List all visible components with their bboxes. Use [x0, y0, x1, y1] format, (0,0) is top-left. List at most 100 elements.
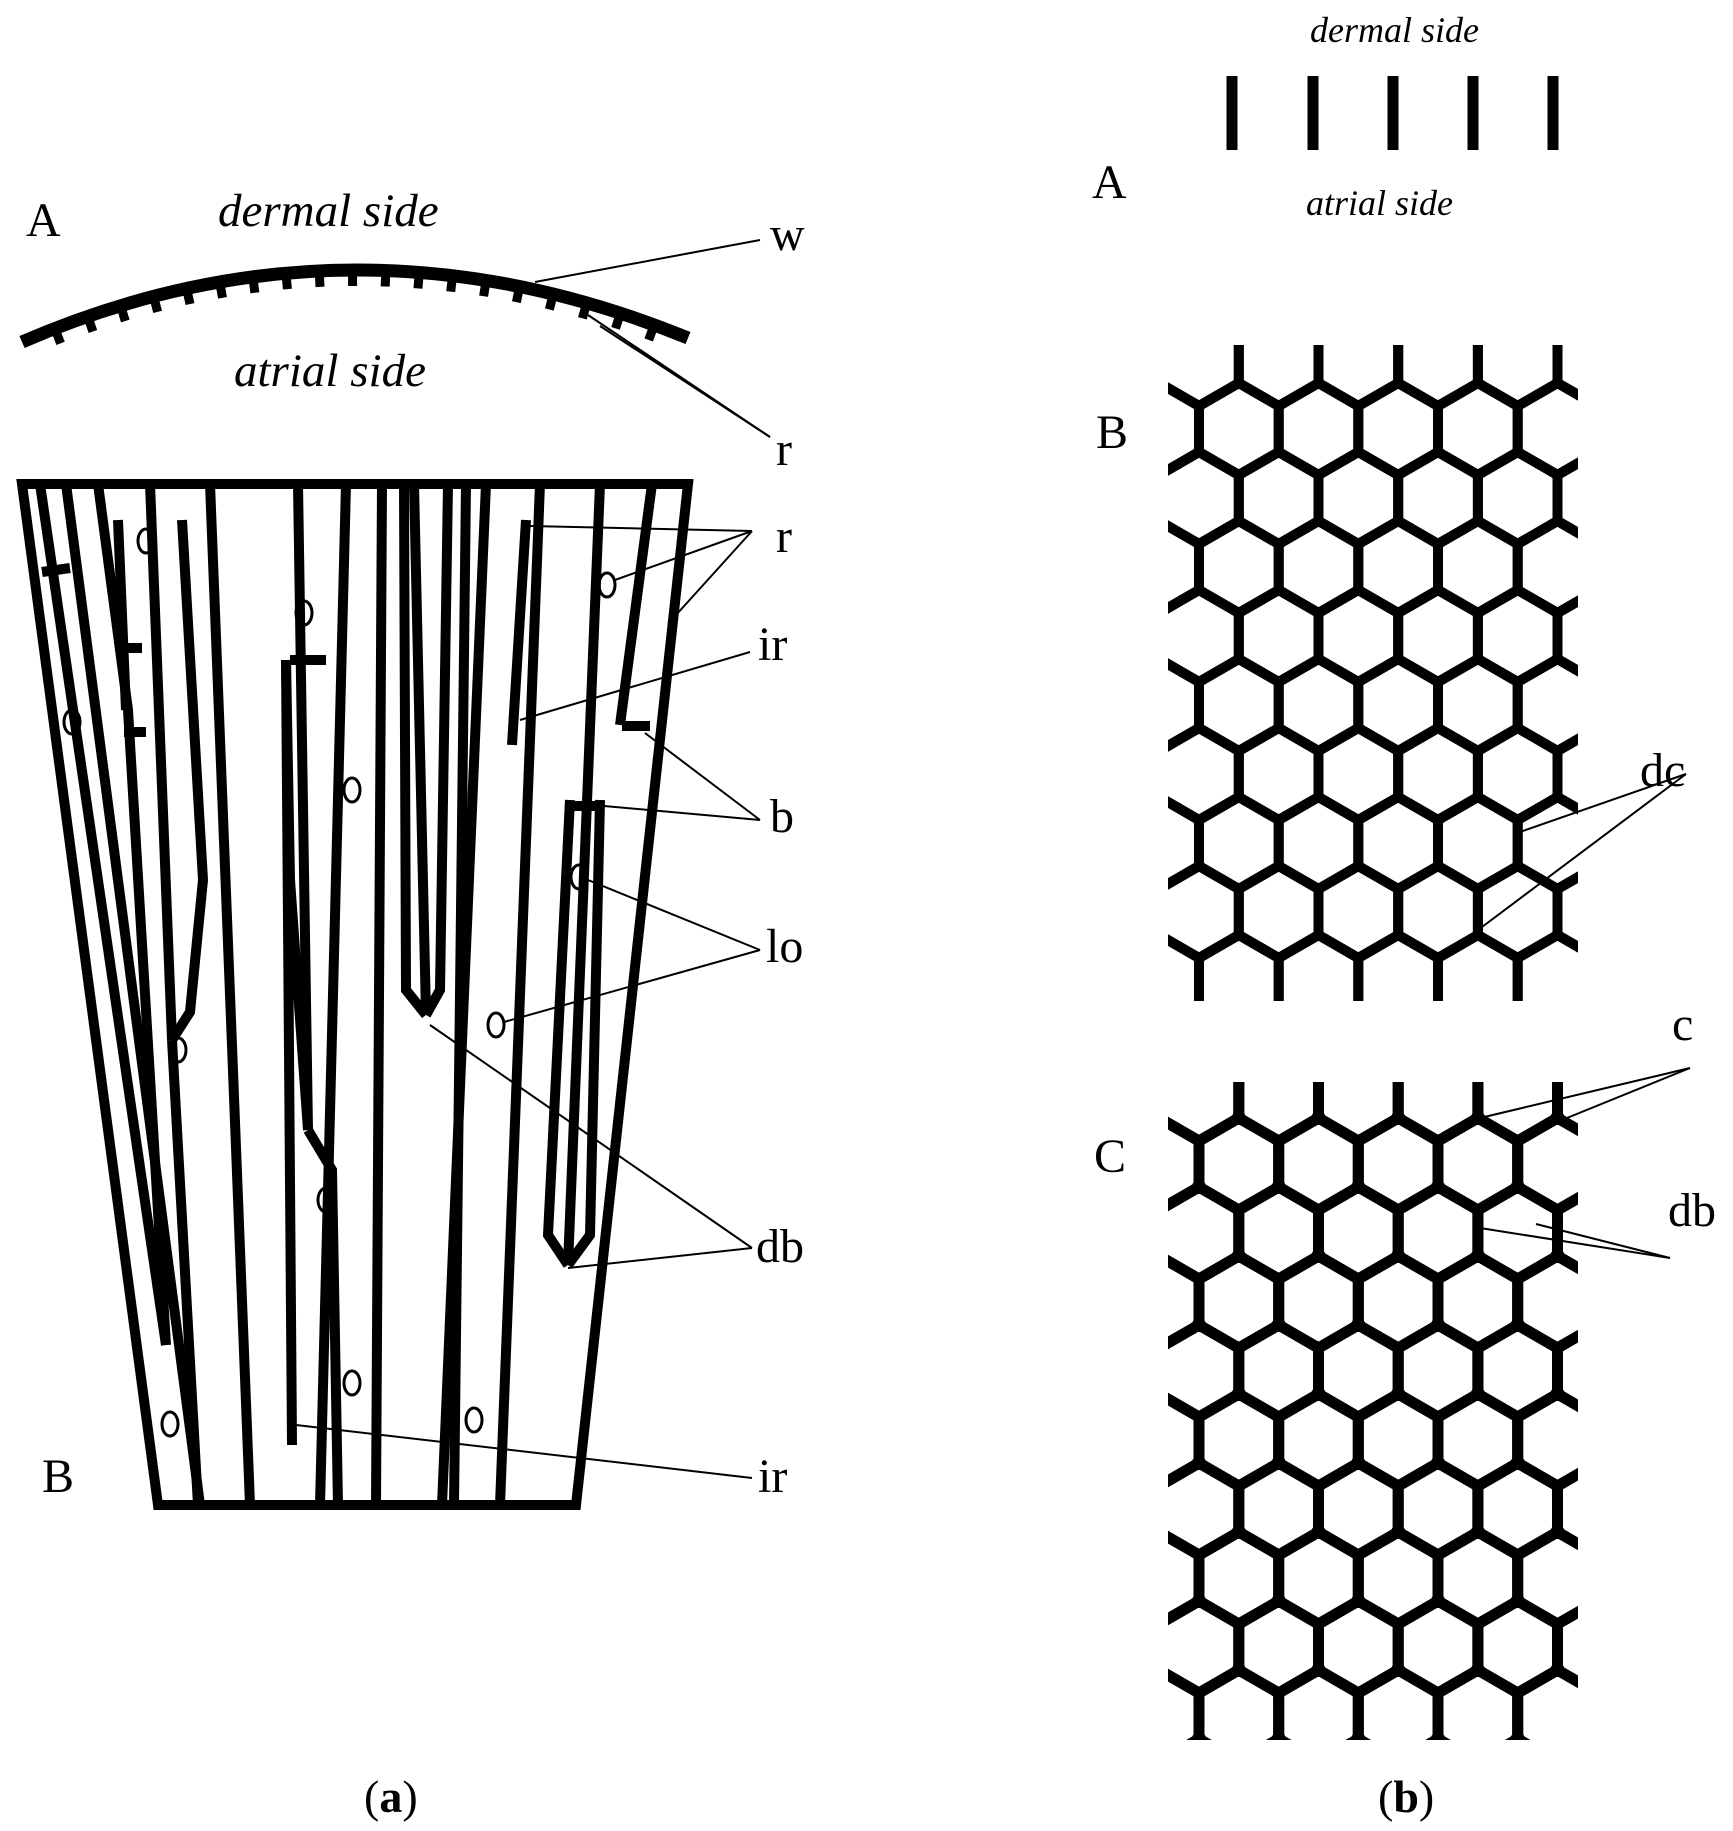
leader-b: [644, 732, 761, 821]
forked-ridge: [113, 519, 131, 711]
cone-node: [1391, 1663, 1406, 1677]
cone-node: [1510, 1456, 1525, 1470]
cone-node: [1590, 1180, 1604, 1194]
wall-ridge: [644, 323, 659, 342]
cone-node: [1192, 1042, 1206, 1056]
leader-r: [614, 530, 753, 581]
cone-node: [1152, 1663, 1166, 1677]
label-r-cross-section: r: [776, 423, 792, 476]
cone-node: [1710, 1387, 1724, 1401]
cone-node: [1630, 1801, 1644, 1815]
honeycomb-cell: [1677, 1394, 1733, 1486]
panel-a-sub-b-letter: B: [42, 1450, 74, 1503]
cone-node: [1431, 1042, 1445, 1056]
cone-node: [1112, 1456, 1126, 1470]
cone-node: [1431, 1042, 1445, 1056]
cone-node: [1311, 1249, 1326, 1263]
honeycomb-cell: [1597, 935, 1677, 1027]
honeycomb-cell: [1597, 383, 1677, 475]
cone-node: [1630, 1663, 1644, 1677]
lateral-openings: [62, 527, 617, 1438]
panel-a-caption: (a): [364, 1771, 418, 1822]
honeycomb-cell: [1597, 1256, 1677, 1348]
honeycomb-cell: [1637, 314, 1717, 406]
honeycomb-cell: [1552, 733, 1578, 815]
cone-node: [1710, 973, 1724, 987]
cone-node: [1470, 1111, 1485, 1125]
cone-node: [1670, 1456, 1684, 1470]
panel-a-leaders: [295, 525, 761, 1479]
panel-b-sub-c-letter: C: [1094, 1130, 1126, 1183]
label-r-longitudinal: r: [776, 510, 792, 563]
wall-ridge: [182, 287, 195, 306]
cone-node: [1112, 1732, 1126, 1746]
wall-ridge: [281, 272, 292, 290]
cone-node: [1232, 1801, 1246, 1815]
panel-a-sub-a-letter: A: [26, 194, 61, 247]
honeycomb-cell: [1637, 590, 1717, 682]
leader-db: [1479, 1227, 1671, 1259]
honeycomb-cell: [1597, 1394, 1677, 1486]
lateral-opening: [569, 863, 589, 891]
honeycomb-cell: [1504, 1732, 1531, 1740]
honeycomb-cell: [1552, 871, 1578, 953]
cone-node: [1590, 1318, 1604, 1332]
cone-node: [1590, 1180, 1604, 1194]
wall-ridge: [413, 272, 424, 289]
cone-node: [1073, 1663, 1087, 1677]
honeycomb-cell: [1677, 1808, 1733, 1831]
cone-node: [1152, 1111, 1166, 1125]
leader-r-2: [599, 325, 771, 438]
incomplete-ridge: [507, 519, 531, 746]
cone-node: [1710, 1801, 1724, 1815]
ridge: [293, 483, 313, 1131]
honeycomb-cell: [1199, 245, 1279, 337]
honeycomb-cell: [1438, 980, 1518, 1072]
cone-node: [1112, 1042, 1126, 1056]
honeycomb-cell: [1199, 1808, 1279, 1831]
cone-node: [1630, 1111, 1644, 1125]
honeycomb-cell: [1080, 314, 1160, 406]
cone-node: [1630, 1801, 1644, 1815]
cone-node: [1311, 1525, 1326, 1539]
honeycomb-cell: [1119, 1808, 1199, 1831]
cone-node: [1431, 1594, 1445, 1608]
honeycomb-cell: [1186, 1732, 1212, 1740]
cone-node: [1630, 1387, 1644, 1401]
cone-node: [1670, 1732, 1684, 1746]
honeycomb-cell: [1552, 1467, 1578, 1551]
leader-r: [675, 530, 753, 616]
cone-node: [1152, 1663, 1166, 1677]
honeycomb-cell: [1677, 245, 1733, 337]
honeycomb-cell: [1199, 980, 1279, 1072]
lateral-opening: [486, 1011, 506, 1039]
label-dc: dc: [1640, 744, 1685, 797]
cone-node: [1312, 973, 1326, 987]
cone-node: [1670, 1318, 1684, 1332]
cone-node: [1192, 1732, 1206, 1740]
honeycomb-cell: [1080, 866, 1160, 958]
cone-node: [1232, 1801, 1246, 1815]
cone-node: [1152, 1801, 1166, 1815]
cone-node: [1471, 973, 1485, 987]
ridge: [205, 483, 255, 1506]
cone-node: [1271, 1180, 1286, 1194]
cone-node: [1510, 1594, 1525, 1608]
lateral-opening: [160, 1410, 180, 1438]
cone-node: [1590, 1042, 1604, 1056]
honeycomb-cell: [1677, 797, 1733, 889]
label-w: w: [770, 208, 805, 261]
honeycomb-cell: [1552, 1191, 1578, 1275]
cone-node: [1152, 1249, 1166, 1263]
cone-node: [1231, 1663, 1246, 1677]
honeycomb-cell: [1265, 1732, 1292, 1740]
cone-node: [1590, 1456, 1604, 1470]
forked-ridge: [167, 1039, 203, 1506]
cone-node: [1232, 1801, 1246, 1815]
honeycomb-cell: [1119, 980, 1199, 1072]
honeycomb-cell: [1597, 1670, 1677, 1762]
honeycomb-cell: [1637, 452, 1717, 544]
cone-node: [1590, 1318, 1604, 1332]
cone-node: [1271, 1456, 1286, 1470]
